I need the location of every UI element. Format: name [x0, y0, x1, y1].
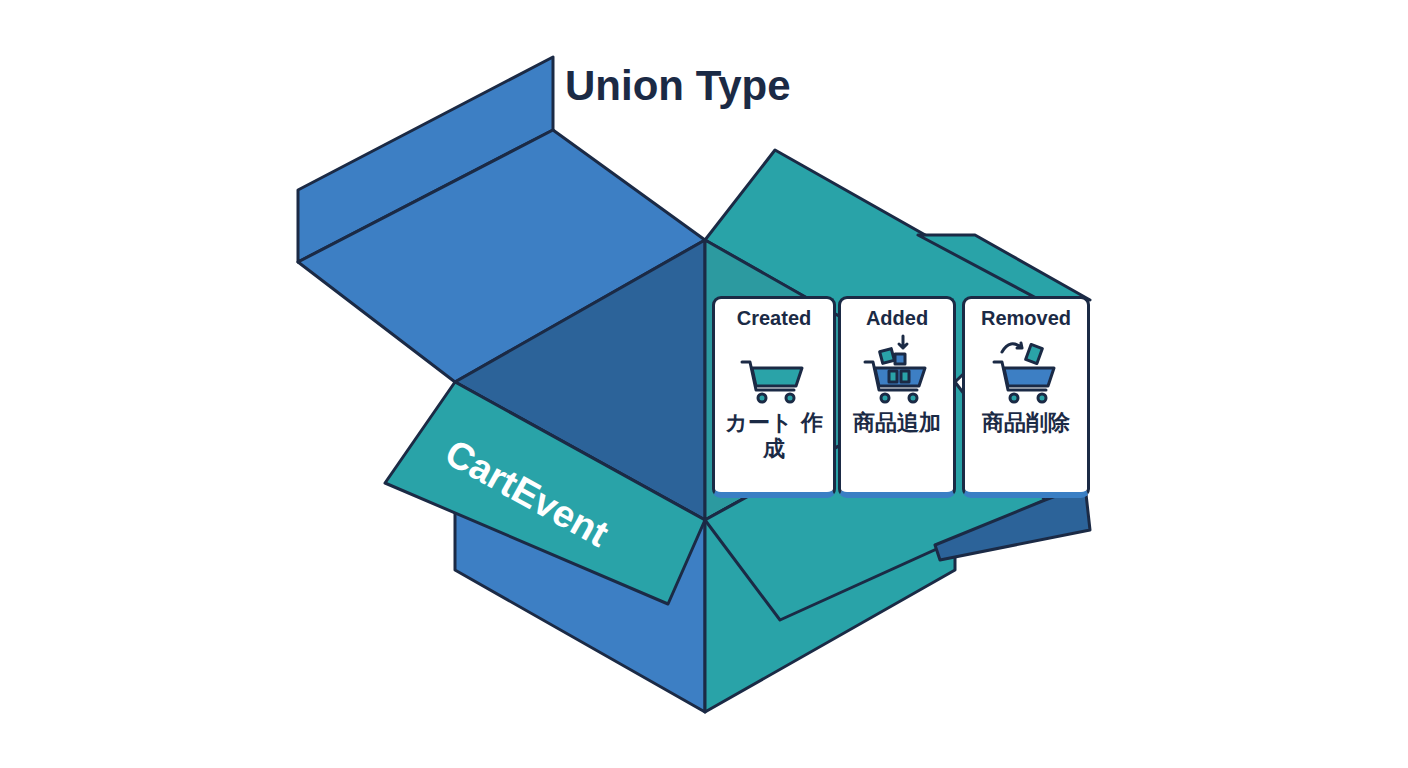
diagram-title: Union Type	[565, 62, 791, 110]
event-description: 商品削除	[982, 410, 1070, 436]
event-card: Created カート 作成	[712, 296, 836, 498]
event-description: 商品追加	[853, 410, 941, 436]
event-name: Created	[737, 307, 811, 330]
event-card: Added 商品追加	[838, 296, 956, 498]
event-name: Added	[866, 307, 928, 330]
front-left-flap	[385, 382, 705, 604]
cart-icon	[859, 332, 935, 408]
cart-icon	[988, 332, 1064, 408]
cart-icon	[736, 332, 812, 408]
type-name: CartEvent	[438, 431, 616, 556]
event-name: Removed	[981, 307, 1071, 330]
event-description: カート 作成	[721, 410, 827, 463]
inner-wall	[705, 240, 955, 520]
union-box: CartEvent Created カート 作成 Added 商品追加 Removed 商品…	[290, 50, 1100, 720]
event-card: Removed 商品削除	[962, 296, 1090, 498]
side-flap	[918, 235, 1090, 300]
